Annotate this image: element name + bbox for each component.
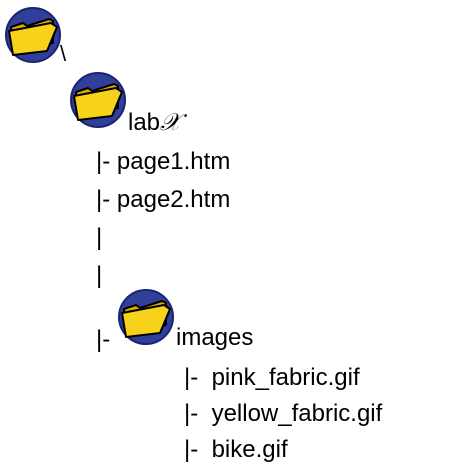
- file-page2[interactable]: |- page2.htm: [96, 186, 231, 213]
- file-page1[interactable]: |- page1.htm: [96, 148, 231, 175]
- tree-connector: |: [96, 262, 103, 289]
- tree-connector: |: [96, 224, 103, 251]
- file-bike[interactable]: |- bike.gif: [184, 436, 288, 463]
- lab-folder-icon: [70, 72, 126, 128]
- lab-folder-name: lab: [128, 109, 161, 136]
- root-label: \: [60, 41, 67, 66]
- images-folder-label[interactable]: images: [176, 324, 254, 351]
- lab-folder-label[interactable]: lab𝒳: [128, 108, 181, 137]
- lab-folder-suffix: 𝒳: [160, 108, 181, 136]
- root-folder-icon: [5, 7, 61, 63]
- images-folder-icon: [118, 289, 174, 345]
- file-pink-fabric[interactable]: |- pink_fabric.gif: [184, 364, 360, 391]
- file-yellow-fabric[interactable]: |- yellow_fabric.gif: [184, 400, 383, 427]
- images-branch: |-: [96, 326, 111, 353]
